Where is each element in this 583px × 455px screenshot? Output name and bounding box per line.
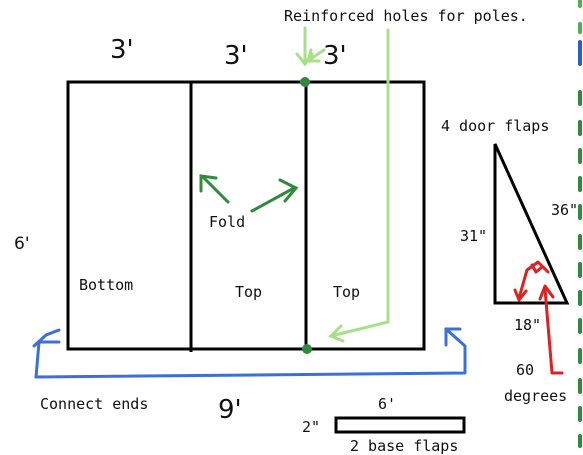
angle-unit-label: degrees [504, 387, 567, 405]
base-flap-rect [334, 416, 466, 434]
pointer-arrow-icon [295, 26, 390, 343]
reinforced-label: Reinforced holes for poles. [284, 7, 528, 25]
top-panel-label-1: Top [235, 283, 262, 301]
side-31-label: 31" [460, 227, 487, 245]
fold-label: Fold [209, 213, 245, 231]
angle-arrow-icon [513, 260, 564, 375]
tent-panel-outline [66, 80, 426, 351]
bottom-panel-label: Bottom [79, 276, 133, 294]
side-36-label: 36" [551, 201, 578, 219]
base-flaps-label: 2 base flaps [350, 437, 458, 455]
base-flap-height-label: 2" [302, 418, 320, 436]
height-label: 6' [14, 234, 30, 254]
door-flap-triangle [493, 143, 570, 305]
dimension-3ft-middle: 3' [224, 41, 248, 71]
dimension-3ft-left: 3' [110, 35, 134, 65]
double-arrow-icon [199, 174, 299, 213]
base-flap-length-label: 6' [378, 395, 396, 413]
pole-hole-bottom [302, 344, 312, 354]
width-label: 9' [218, 395, 242, 425]
top-panel-label-2: Top [333, 283, 360, 301]
pole-hole-top [300, 77, 310, 87]
door-flaps-label: 4 door flaps [441, 117, 549, 135]
angle-value-label: 60 [516, 361, 534, 379]
connect-ends-label: Connect ends [40, 395, 148, 413]
dimension-3ft-right: 3' [323, 41, 347, 71]
base-18-label: 18" [514, 316, 541, 334]
connect-arrow-icon [32, 327, 467, 379]
